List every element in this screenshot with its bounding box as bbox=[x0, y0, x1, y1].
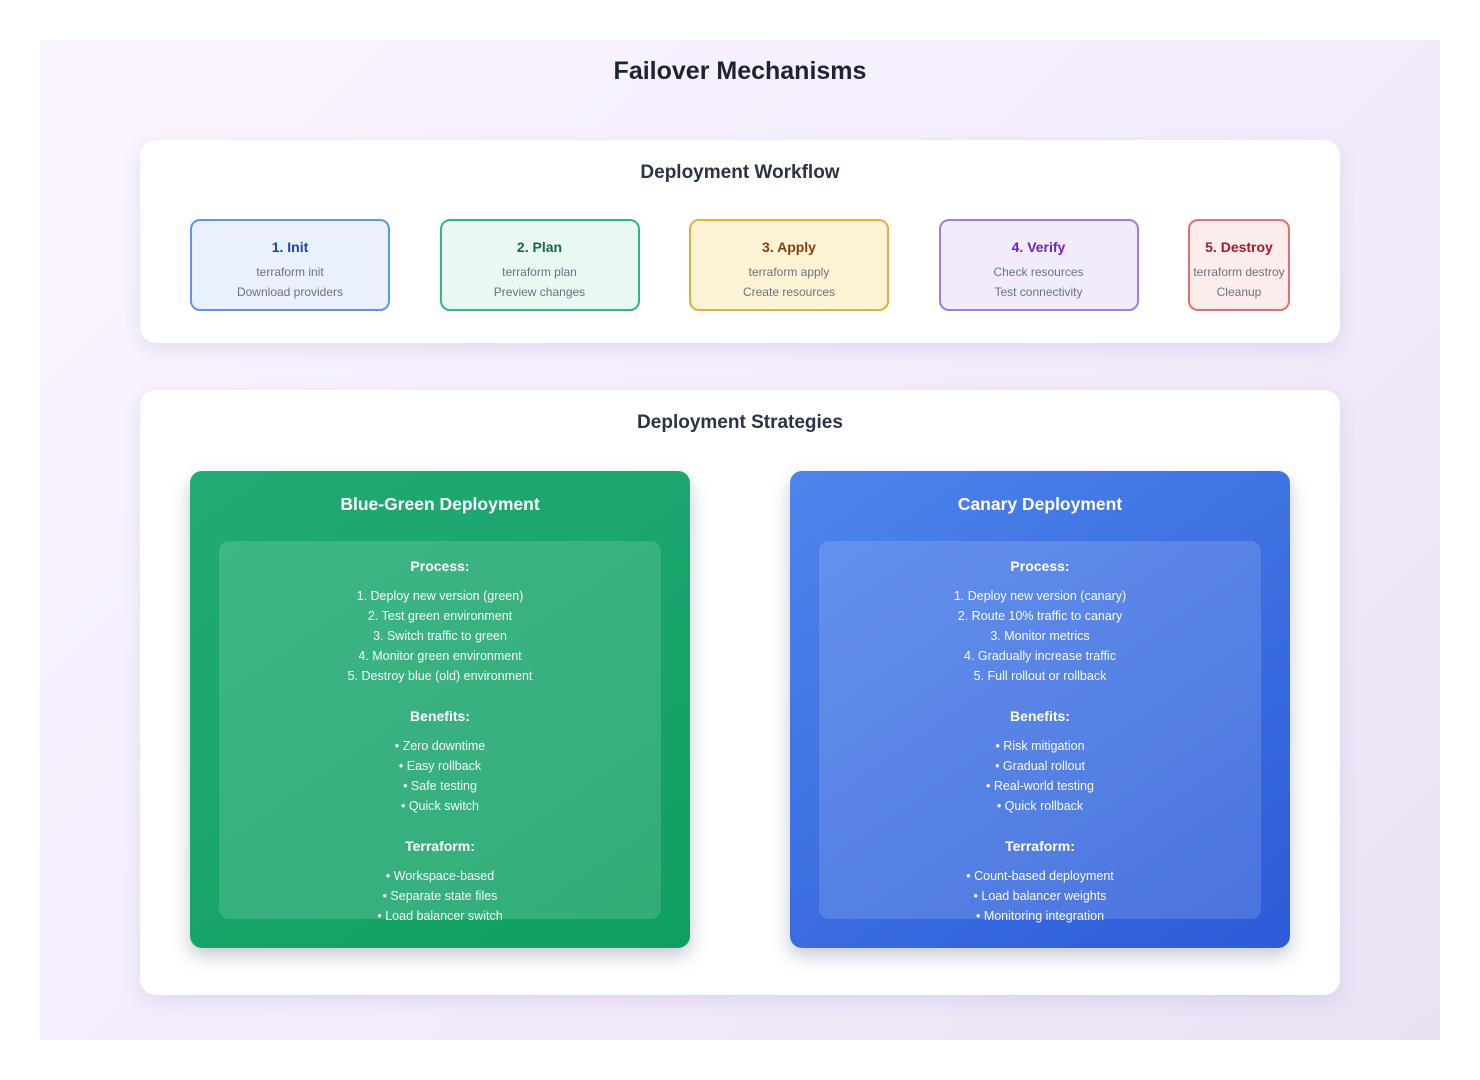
page-title: Failover Mechanisms bbox=[613, 57, 867, 85]
page-background: Failover Mechanisms Deployment Workflow … bbox=[40, 40, 1440, 1040]
workflow-step-plan: 2. Plan terraform plan Preview changes bbox=[439, 219, 640, 311]
strategy-card-blue-green: Blue-Green Deployment Process: 1. Deploy… bbox=[190, 471, 690, 948]
workflow-step-init: 1. Init terraform init Download provider… bbox=[190, 219, 390, 311]
list-item: • Separate state files bbox=[382, 889, 498, 903]
strategy-title: Blue-Green Deployment bbox=[340, 494, 540, 514]
workflow-step-apply: 3. Apply terraform apply Create resource… bbox=[689, 219, 889, 311]
process-section: Process: 1. Deploy new version (green) 2… bbox=[219, 556, 661, 686]
benefits-section: Benefits: • Risk mitigation • Gradual ro… bbox=[819, 706, 1261, 816]
step-line: Create resources bbox=[742, 285, 836, 299]
section-heading: Benefits: bbox=[410, 708, 470, 724]
list-item: • Quick switch bbox=[400, 799, 479, 813]
list-item: • Zero downtime bbox=[394, 739, 486, 753]
step-line: Test connectivity bbox=[994, 285, 1083, 299]
step-title: 2. Plan bbox=[516, 239, 563, 255]
list-item: 4. Monitor green environment bbox=[358, 649, 522, 663]
section-heading: Process: bbox=[410, 558, 470, 574]
strategy-detail-panel: Process: 1. Deploy new version (canary) … bbox=[819, 541, 1261, 923]
list-item: 4. Gradually increase traffic bbox=[964, 649, 1116, 663]
workflow-step-verify: 4. Verify Check resources Test connectiv… bbox=[938, 219, 1139, 311]
step-title: 5. Destroy bbox=[1205, 239, 1273, 255]
step-line: terraform init bbox=[256, 265, 324, 279]
process-section: Process: 1. Deploy new version (canary) … bbox=[819, 556, 1261, 686]
list-item: • Real-world testing bbox=[986, 779, 1094, 793]
process-list: 1. Deploy new version (green) 2. Test gr… bbox=[219, 586, 661, 686]
workflow-step-destroy: 5. Destroy terraform destroy Cleanup bbox=[1188, 219, 1290, 311]
step-line: terraform plan bbox=[502, 265, 577, 279]
list-item: 5. Destroy blue (old) environment bbox=[347, 669, 533, 683]
strategies-heading: Deployment Strategies bbox=[637, 412, 843, 433]
benefits-list: • Risk mitigation • Gradual rollout • Re… bbox=[819, 736, 1261, 816]
step-title: 3. Apply bbox=[762, 239, 816, 255]
section-heading: Benefits: bbox=[1010, 708, 1070, 724]
workflow-heading: Deployment Workflow bbox=[640, 162, 840, 183]
list-item: • Load balancer switch bbox=[377, 909, 503, 923]
step-line: terraform destroy bbox=[1193, 265, 1285, 279]
step-line: Check resources bbox=[993, 265, 1084, 279]
list-item: • Easy rollback bbox=[398, 759, 482, 773]
list-item: • Risk mitigation bbox=[995, 739, 1085, 753]
list-item: 2. Route 10% traffic to canary bbox=[957, 609, 1123, 623]
step-line: Cleanup bbox=[1216, 285, 1262, 299]
deployment-strategies-card: Deployment Strategies Blue-Green Deploym… bbox=[140, 390, 1340, 995]
list-item: 2. Test green environment bbox=[367, 609, 513, 623]
step-line: Preview changes bbox=[493, 285, 586, 299]
process-list: 1. Deploy new version (canary) 2. Route … bbox=[819, 586, 1261, 686]
strategy-title: Canary Deployment bbox=[957, 494, 1123, 514]
list-item: • Gradual rollout bbox=[995, 759, 1085, 773]
step-line: Download providers bbox=[236, 285, 344, 299]
list-item: • Safe testing bbox=[403, 779, 477, 793]
list-item: 3. Switch traffic to green bbox=[373, 629, 507, 643]
list-item: • Workspace-based bbox=[385, 869, 495, 883]
list-item: 5. Full rollout or rollback bbox=[973, 669, 1107, 683]
deployment-workflow-card: Deployment Workflow 1. Init terraform in… bbox=[140, 140, 1340, 343]
workflow-steps-row: 1. Init terraform init Download provider… bbox=[190, 219, 1290, 311]
list-item: 1. Deploy new version (canary) bbox=[953, 589, 1127, 603]
benefits-section: Benefits: • Zero downtime • Easy rollbac… bbox=[219, 706, 661, 816]
step-line: terraform apply bbox=[748, 265, 830, 279]
list-item: • Count-based deployment bbox=[966, 869, 1114, 883]
list-item: • Monitoring integration bbox=[975, 909, 1105, 923]
list-item: • Load balancer weights bbox=[973, 889, 1107, 903]
list-item: 1. Deploy new version (green) bbox=[356, 589, 524, 603]
terraform-section: Terraform: • Count-based deployment • Lo… bbox=[819, 836, 1261, 926]
benefits-list: • Zero downtime • Easy rollback • Safe t… bbox=[219, 736, 661, 816]
section-heading: Terraform: bbox=[1005, 838, 1075, 854]
terraform-list: • Count-based deployment • Load balancer… bbox=[819, 866, 1261, 926]
list-item: 3. Monitor metrics bbox=[990, 629, 1090, 643]
section-heading: Process: bbox=[1010, 558, 1070, 574]
strategy-detail-panel: Process: 1. Deploy new version (green) 2… bbox=[219, 541, 661, 923]
section-heading: Terraform: bbox=[405, 838, 475, 854]
step-title: 1. Init bbox=[271, 239, 309, 255]
terraform-section: Terraform: • Workspace-based • Separate … bbox=[219, 836, 661, 926]
step-title: 4. Verify bbox=[1011, 239, 1066, 255]
list-item: • Quick rollback bbox=[996, 799, 1084, 813]
strategy-card-canary: Canary Deployment Process: 1. Deploy new… bbox=[790, 471, 1290, 948]
terraform-list: • Workspace-based • Separate state files… bbox=[219, 866, 661, 926]
